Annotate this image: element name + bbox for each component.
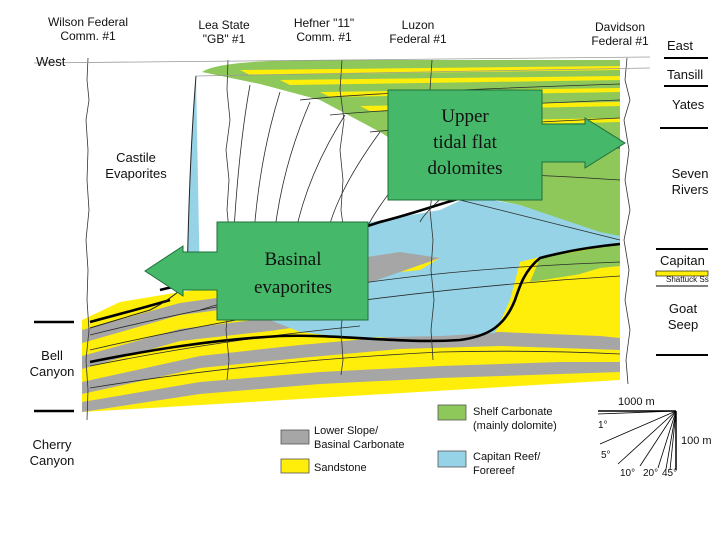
unit-bell-2: Canyon — [30, 364, 75, 379]
basin-slope-band-3 — [82, 332, 620, 394]
legend-reef-2: Forereef — [473, 465, 516, 477]
well-label-lea-2: "GB" #1 — [203, 32, 246, 46]
scale-bar: 1000 m 100 m 1° 5° 10° 20° 45° — [597, 396, 712, 479]
shattuck-bar — [655, 270, 709, 277]
unit-bell-1: Bell — [41, 348, 63, 363]
callout-upper-arrow — [387, 89, 626, 201]
well-label-davidson-1: Davidson — [595, 20, 645, 34]
unit-castile-2: Evaporites — [105, 166, 167, 181]
datum-line — [33, 56, 651, 64]
legend-sand: Sandstone — [314, 462, 367, 474]
scale-angle-45: 45° — [662, 468, 677, 479]
scale-horizontal-label: 1000 m — [618, 396, 655, 408]
scale-angle-1: 1° — [598, 420, 608, 431]
scale-angle-10: 10° — [620, 468, 635, 479]
unit-seven-rivers-2: Rivers — [672, 182, 709, 197]
legend-slope-1: Lower Slope/ — [314, 425, 379, 437]
unit-castile-1: Castile — [116, 150, 156, 165]
datum-line-lower — [195, 67, 651, 77]
legend-swatch-shelf — [437, 404, 467, 421]
basin-slope-band-4 — [82, 362, 620, 412]
well-labels: Wilson Federal Comm. #1 Lea State "GB" #… — [48, 15, 649, 48]
right-unit-labels: Tansill Yates Seven Rivers Capitan Shatt… — [655, 57, 709, 356]
direction-east: East — [667, 38, 693, 53]
legend-swatch-sand — [280, 458, 310, 474]
unit-capitan: Capitan — [660, 253, 705, 268]
unit-tansill: Tansill — [667, 67, 703, 82]
well-label-hefner-1: Hefner "11" — [294, 16, 354, 30]
unit-shattuck: Shattuck Ss — [666, 275, 709, 284]
scale-angle-fan — [597, 410, 677, 471]
callout-upper-line-2: tidal flat — [433, 132, 498, 153]
legend: Lower Slope/ Basinal Carbonate Sandstone… — [280, 404, 557, 477]
unit-yates: Yates — [672, 97, 705, 112]
well-label-davidson-2: Federal #1 — [591, 34, 649, 48]
scale-angle-20: 20° — [643, 468, 658, 479]
legend-reef-1: Capitan Reef/ — [473, 451, 541, 463]
legend-swatch-reef — [437, 450, 467, 468]
callout-basinal-arrow — [144, 221, 369, 321]
scale-vertical-label: 100 m — [681, 435, 712, 447]
left-unit-labels: Castile Evaporites Bell Canyon Cherry Ca… — [30, 150, 168, 468]
legend-shelf-1: Shelf Carbonate — [473, 406, 553, 418]
callout-basinal-line-2: evaporites — [254, 277, 332, 298]
well-log-wilson — [85, 57, 90, 421]
well-label-luzon-2: Federal #1 — [389, 32, 447, 46]
callout-upper: Upper tidal flat dolomites — [387, 89, 626, 201]
unit-goat-seep-1: Goat — [669, 301, 698, 316]
unit-seven-rivers-1: Seven — [672, 166, 709, 181]
legend-swatch-slope — [280, 429, 310, 445]
legend-shelf-2: (mainly dolomite) — [473, 420, 557, 432]
unit-cherry-1: Cherry — [32, 437, 72, 452]
well-label-wilson-1: Wilson Federal — [48, 15, 128, 29]
unit-goat-seep-2: Seep — [668, 317, 698, 332]
legend-slope-2: Basinal Carbonate — [314, 439, 405, 451]
callout-basinal: Basinal evaporites — [144, 221, 369, 321]
callout-upper-line-3: dolomites — [428, 158, 503, 179]
scale-angle-5: 5° — [601, 450, 611, 461]
callout-upper-line-1: Upper — [441, 106, 489, 127]
well-label-luzon-1: Luzon — [402, 18, 435, 32]
well-label-hefner-2: Comm. #1 — [296, 30, 352, 44]
well-label-lea-1: Lea State — [198, 18, 250, 32]
shelf-carbonate-lower — [530, 244, 620, 282]
well-label-wilson-2: Comm. #1 — [60, 29, 116, 43]
unit-cherry-2: Canyon — [30, 453, 75, 468]
direction-west: West — [36, 54, 66, 69]
callout-basinal-line-1: Basinal — [265, 249, 322, 270]
well-log-davidson — [623, 57, 631, 385]
